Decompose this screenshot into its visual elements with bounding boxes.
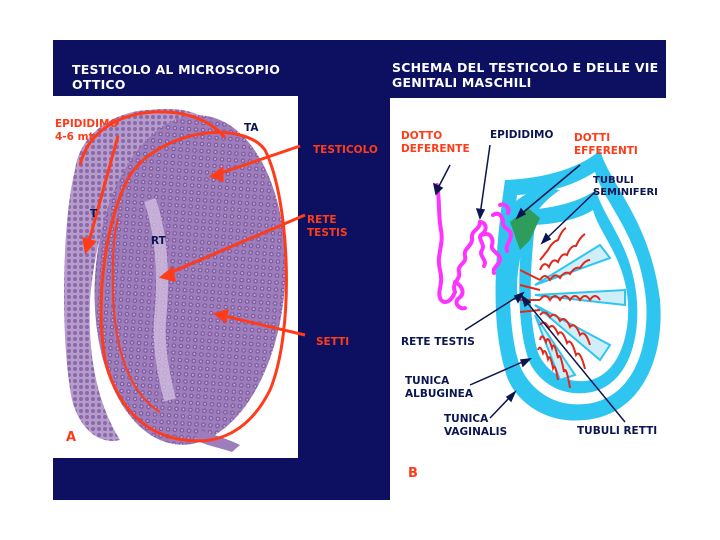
label-tunica-vaginalis-2: VAGINALIS [444,426,508,438]
testis-outline [99,130,288,443]
left-title-line2: OTTICO [72,77,126,92]
rete-testis-network [519,269,541,313]
label-efferenti: EFFERENTI [574,145,638,157]
label-rete-testis: RETE TESTIS [401,336,475,348]
label-dotti: DOTTI [574,132,611,144]
label-tunica-vaginalis-1: TUNICA [444,413,489,425]
mediastinum [144,198,176,402]
label-deferente: DEFERENTE [401,143,470,155]
micrograph-arrows [82,135,306,337]
testis-body [94,115,286,445]
label-tunica-albuginea-2: ALBUGINEA [405,388,473,400]
left-title-line1: TESTICOLO AL MICROSCOPIO [72,62,281,77]
label-testis: TESTIS [307,227,348,239]
label-epididimo-schema: EPIDIDIMO [490,129,554,141]
label-ta: TA [244,122,259,134]
right-title-line2: GENITALI MASCHILI [392,75,532,90]
label-rt: RT [151,235,166,247]
label-epididimo-length: 4-6 mt [55,131,94,143]
rete-outline [111,217,161,413]
label-tunica-albuginea-1: TUNICA [405,375,450,387]
label-setti: SETTI [316,336,350,348]
micrograph-tissue [64,108,288,452]
label-dotto: DOTTO [401,130,443,142]
epididymis-tissue [64,108,226,441]
label-tubuli-sem: TUBULI [593,175,634,186]
panel-letter-b: B [408,466,418,481]
label-tubuli-retti: TUBULI RETTI [577,425,658,437]
label-seminiferi: SEMINIFERI [593,187,658,198]
tissue-tail [195,430,240,452]
ductus-deferens [435,183,514,311]
label-rete: RETE [307,214,337,226]
right-panel-header-background [390,40,666,98]
label-epididimo: EPIDIDIMO [55,118,119,130]
right-title-line1: SCHEMA DEL TESTICOLO E DELLE VIE [392,60,659,75]
seminiferous-tubules [537,227,601,389]
panel-letter-a: A [66,430,77,445]
label-t: T [90,208,98,220]
epididymis-outline [78,110,227,166]
schematic-arrows [432,144,626,423]
label-testicolo: TESTICOLO [313,144,378,156]
testis-schematic [435,150,661,421]
